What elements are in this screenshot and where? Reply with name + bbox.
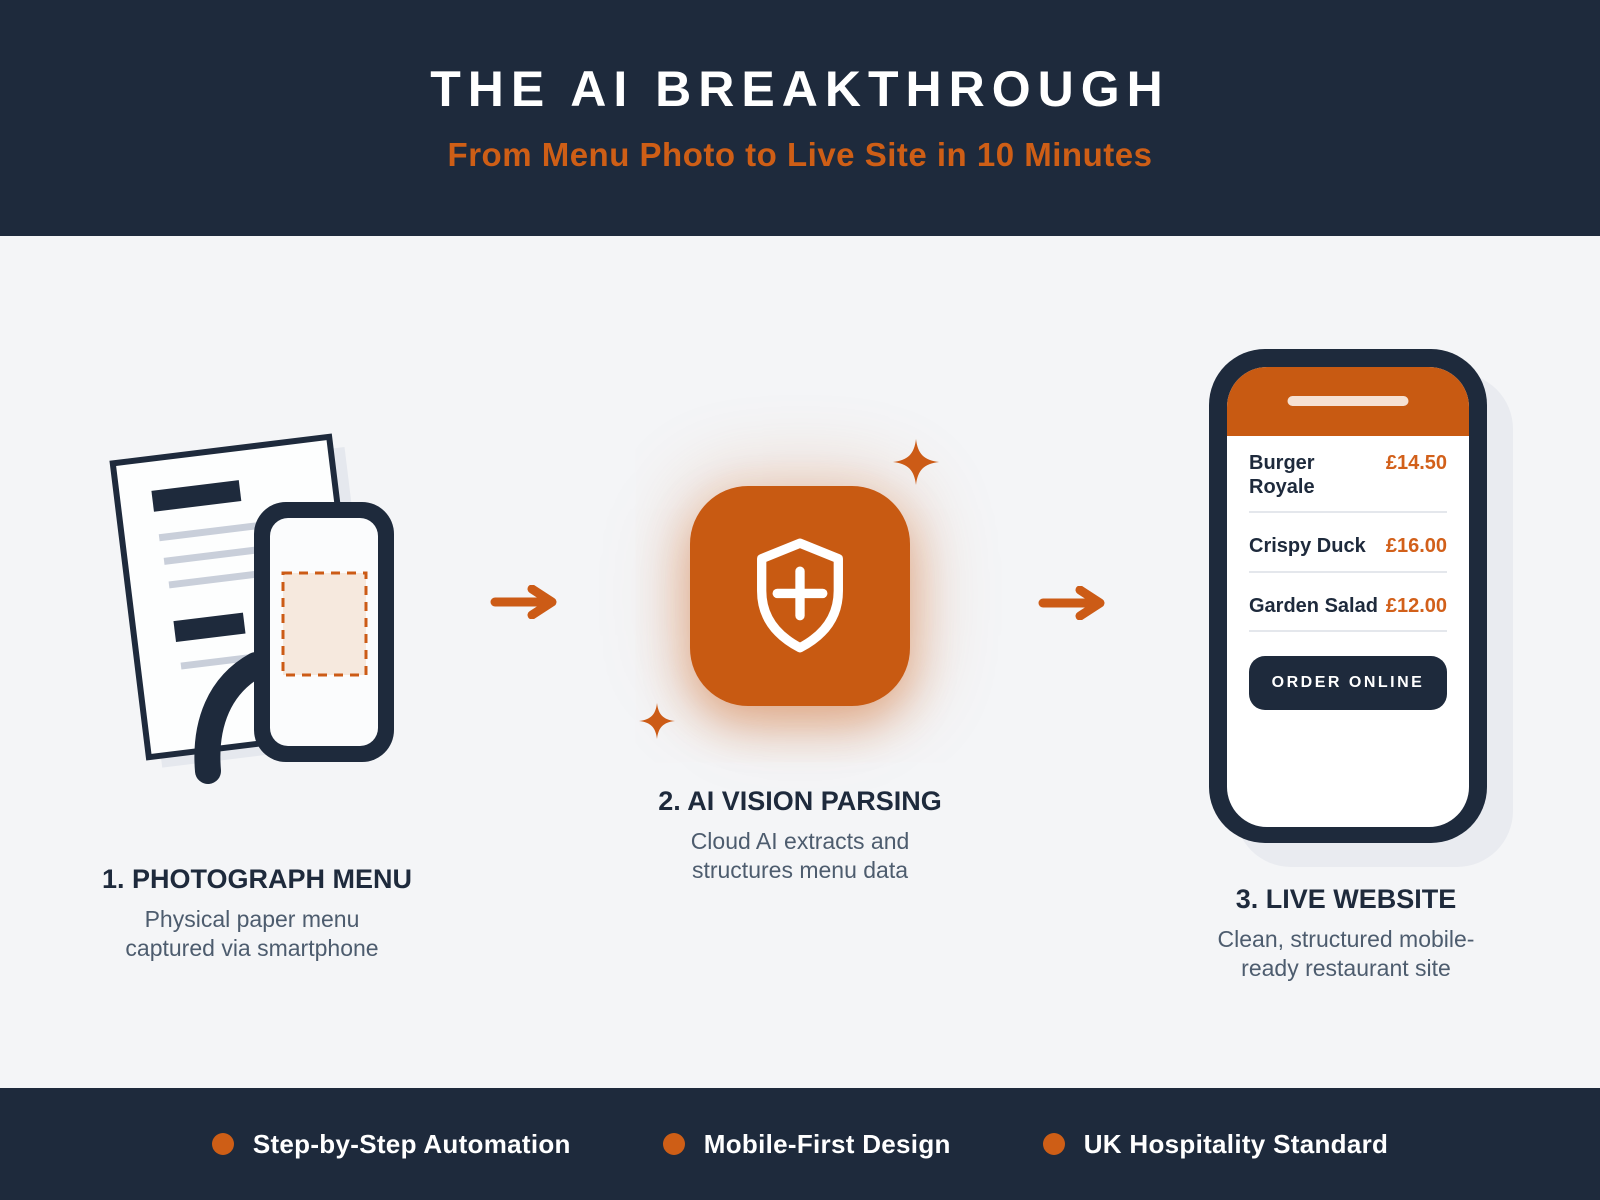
dot-icon [1042, 1133, 1065, 1155]
scan-area-dashed-box [281, 571, 368, 677]
menu-item-price: £14.50 [1385, 452, 1447, 474]
footer-item-label: Step-by-Step Automation [252, 1128, 571, 1159]
page-subtitle: From Menu Photo to Live Site in 10 Minut… [447, 136, 1153, 173]
phone-screen: Burger Royale £14.50 Crispy Duck £16.00 … [1227, 367, 1469, 827]
sparkle-icon [639, 703, 675, 739]
menu-list: Burger Royale £14.50 Crispy Duck £16.00 … [1227, 452, 1469, 711]
divider [1249, 511, 1447, 514]
menu-item-price: £16.00 [1385, 535, 1447, 558]
footer-item: Mobile-First Design [662, 1128, 951, 1160]
step3-label: 3. LIVE WEBSITE Clean, structured mobile… [1168, 884, 1524, 984]
dot-icon [662, 1133, 685, 1155]
menu-row: Garden Salad £12.00 [1249, 595, 1447, 619]
step-title: 2. AI VISION PARSING [658, 786, 942, 816]
menu-item-name: Garden Salad [1249, 594, 1378, 617]
phone-mockup: Burger Royale £14.50 Crispy Duck £16.00 … [1209, 349, 1487, 843]
smartphone-icon [254, 502, 394, 762]
step-description: Cloud AI extracts and structures menu da… [690, 828, 910, 884]
divider [1249, 570, 1447, 573]
step2-label: 2. AI VISION PARSING Cloud AI extracts a… [635, 786, 965, 886]
menu-item-price: £12.00 [1385, 594, 1447, 617]
dot-icon [211, 1133, 234, 1155]
ai-parsing-badge [690, 486, 910, 706]
order-online-button[interactable]: ORDER ONLINE [1249, 656, 1447, 711]
menu-item-name: Burger Royale [1249, 452, 1315, 498]
sparkle-icon [893, 439, 939, 485]
step-description: Clean, structured mobile-ready restauran… [1217, 926, 1475, 982]
footer-bar: Step-by-Step Automation Mobile-First Des… [0, 1088, 1600, 1200]
site-header-bar [1227, 367, 1469, 436]
divider [1249, 630, 1447, 633]
footer-item: UK Hospitality Standard [1042, 1128, 1389, 1160]
footer-item: Step-by-Step Automation [211, 1128, 571, 1160]
speaker-pill [1287, 396, 1409, 406]
arrow-right-icon [490, 585, 557, 619]
step1-label: 1. PHOTOGRAPH MENU Physical paper menu c… [102, 864, 413, 964]
step-title: 1. PHOTOGRAPH MENU [102, 864, 413, 894]
header-banner: THE AI BREAKTHROUGH From Menu Photo to L… [0, 0, 1600, 236]
page-title: THE AI BREAKTHROUGH [430, 61, 1170, 117]
footer-item-label: UK Hospitality Standard [1083, 1128, 1389, 1159]
swoosh-stroke [194, 652, 269, 784]
step-title: 3. LIVE WEBSITE [1235, 884, 1457, 914]
footer-item-label: Mobile-First Design [703, 1128, 951, 1159]
menu-row: Crispy Duck £16.00 [1249, 535, 1447, 559]
menu-item-name: Crispy Duck [1249, 535, 1366, 558]
arrow-right-icon [1038, 586, 1105, 620]
document-smartphone-illustration [109, 433, 394, 784]
step-description: Physical paper menu captured via smartph… [125, 906, 379, 962]
shield-plus-icon [757, 538, 843, 653]
menu-row: Burger Royale £14.50 [1249, 452, 1447, 499]
